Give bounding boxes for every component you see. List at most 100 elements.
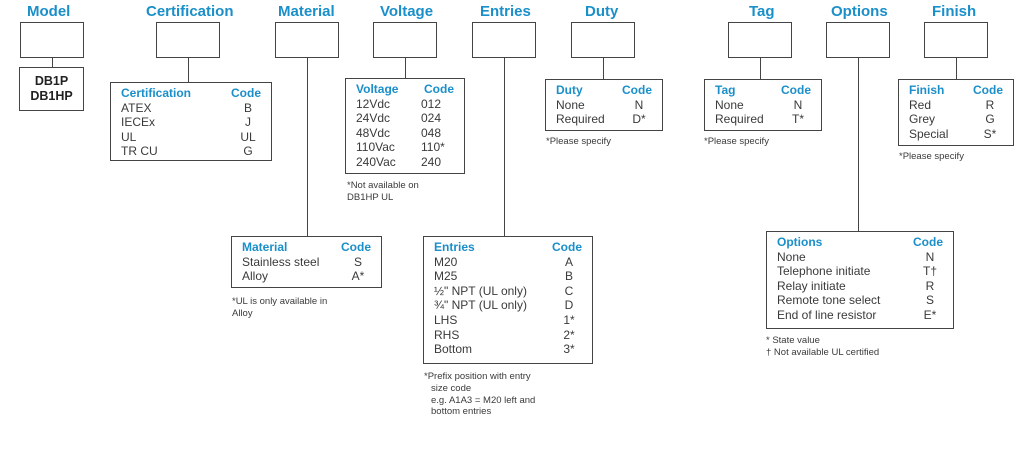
option-name: LHS <box>434 312 458 327</box>
header-voltage: Voltage <box>380 3 434 20</box>
option-name: IECEx <box>121 115 156 130</box>
tag-footnote: *Please specify <box>704 136 769 148</box>
code-column-header: Code <box>552 240 582 254</box>
option-code: B <box>564 269 573 284</box>
footnote-line: Alloy <box>232 307 253 319</box>
footnote-line: *Not available on <box>347 180 419 191</box>
option-code: B <box>243 100 252 115</box>
slot-material <box>275 22 339 58</box>
connector-entries <box>504 58 505 236</box>
option-name: Remote tone select <box>777 293 881 308</box>
footnote-line: *Please specify <box>546 136 611 147</box>
option-name: 12Vdc <box>356 96 391 111</box>
duty-footnote: *Please specify <box>546 136 611 148</box>
option-code: 3* <box>563 342 575 357</box>
footnote-line: *UL is only available in <box>232 296 328 307</box>
connector-certification <box>188 58 189 82</box>
option-code: D* <box>632 112 646 127</box>
slot-voltage <box>373 22 437 58</box>
connector-finish <box>956 58 957 79</box>
option-name: 24Vdc <box>356 111 391 126</box>
option-name: RHS <box>434 327 460 342</box>
entries-table-title: Entries <box>434 240 475 254</box>
option-name: 240Vac <box>356 154 396 169</box>
option-name: Relay initiate <box>777 278 846 293</box>
options-table-title: Options <box>777 235 823 249</box>
header-options: Options <box>831 3 888 20</box>
footnote-line: e.g. A1A3 = M20 left and <box>431 394 536 406</box>
duty-table-title: Duty <box>556 83 583 97</box>
option-code: C <box>564 283 574 298</box>
code-column-header: Code <box>781 83 811 97</box>
option-name: Grey <box>909 112 936 127</box>
option-code: S* <box>983 126 997 141</box>
slot-finish <box>924 22 988 58</box>
option-code: T† <box>922 264 937 279</box>
option-code: S <box>925 293 934 308</box>
option-name: Telephone initiate <box>777 264 871 279</box>
option-code: D <box>564 298 574 313</box>
option-name: Alloy <box>242 269 269 284</box>
tag-table-title: Tag <box>715 83 736 97</box>
entries-footnote: *Prefix position with entry size code e.… <box>424 371 535 418</box>
code-column-header: Code <box>231 86 261 100</box>
slot-certification <box>156 22 220 58</box>
slot-entries <box>472 22 536 58</box>
header-certification: Certification <box>146 3 234 20</box>
option-code: S <box>353 254 362 269</box>
option-name: ATEX <box>121 100 152 115</box>
code-column-header: Code <box>341 240 371 254</box>
footnote-line: size code <box>431 382 472 394</box>
slot-options <box>826 22 890 58</box>
header-material: Material <box>278 3 335 20</box>
header-duty: Duty <box>585 3 619 20</box>
footnote-line: *Please specify <box>899 151 964 162</box>
code-column-header: Code <box>424 82 454 96</box>
option-code: 012 <box>421 96 442 111</box>
header-finish: Finish <box>932 3 977 20</box>
footnote-line: † Not available UL certified <box>766 346 880 358</box>
finish-table-title: Finish <box>909 83 945 97</box>
finish-footnote: *Please specify <box>899 151 964 163</box>
option-code: A <box>564 254 573 269</box>
model-codes-box: DB1P DB1HP <box>19 67 84 111</box>
option-code: J <box>245 115 251 130</box>
option-name: Stainless steel <box>242 254 320 269</box>
option-code: A* <box>351 269 365 284</box>
option-code: N <box>793 97 803 112</box>
header-entries: Entries <box>480 3 531 20</box>
connector-material <box>307 58 308 236</box>
option-code: G <box>985 112 995 127</box>
option-name: ½" NPT (UL only) <box>434 283 527 298</box>
option-name: M20 <box>434 254 458 269</box>
option-code: G <box>243 144 253 159</box>
option-name: UL <box>121 129 137 144</box>
code-column-header: Code <box>973 83 1003 97</box>
option-name: None <box>715 97 744 112</box>
option-name: Required <box>715 112 764 127</box>
connector-model <box>52 58 53 67</box>
option-code: 024 <box>421 111 442 126</box>
connector-duty <box>603 58 604 79</box>
footnote-line: * State value <box>766 335 820 346</box>
option-name: TR CU <box>121 144 158 159</box>
certification-table-title: Certification <box>121 86 192 100</box>
option-name: None <box>777 249 806 264</box>
code-column-header: Code <box>913 235 943 249</box>
option-code: T* <box>792 112 804 127</box>
voltage-footnote: *Not available on DB1HP UL <box>347 180 419 204</box>
material-table-title: Material <box>242 240 288 254</box>
connector-voltage <box>405 58 406 78</box>
option-code: R <box>925 278 935 293</box>
option-name: Required <box>556 112 605 127</box>
option-code: N <box>634 97 644 112</box>
option-name: None <box>556 97 585 112</box>
footnote-line: *Please specify <box>704 136 769 147</box>
option-code: R <box>985 97 995 112</box>
option-code: E* <box>923 307 937 322</box>
connector-options <box>858 58 859 231</box>
footnote-line: DB1HP UL <box>347 191 394 203</box>
option-name: End of line resistor <box>777 307 877 322</box>
